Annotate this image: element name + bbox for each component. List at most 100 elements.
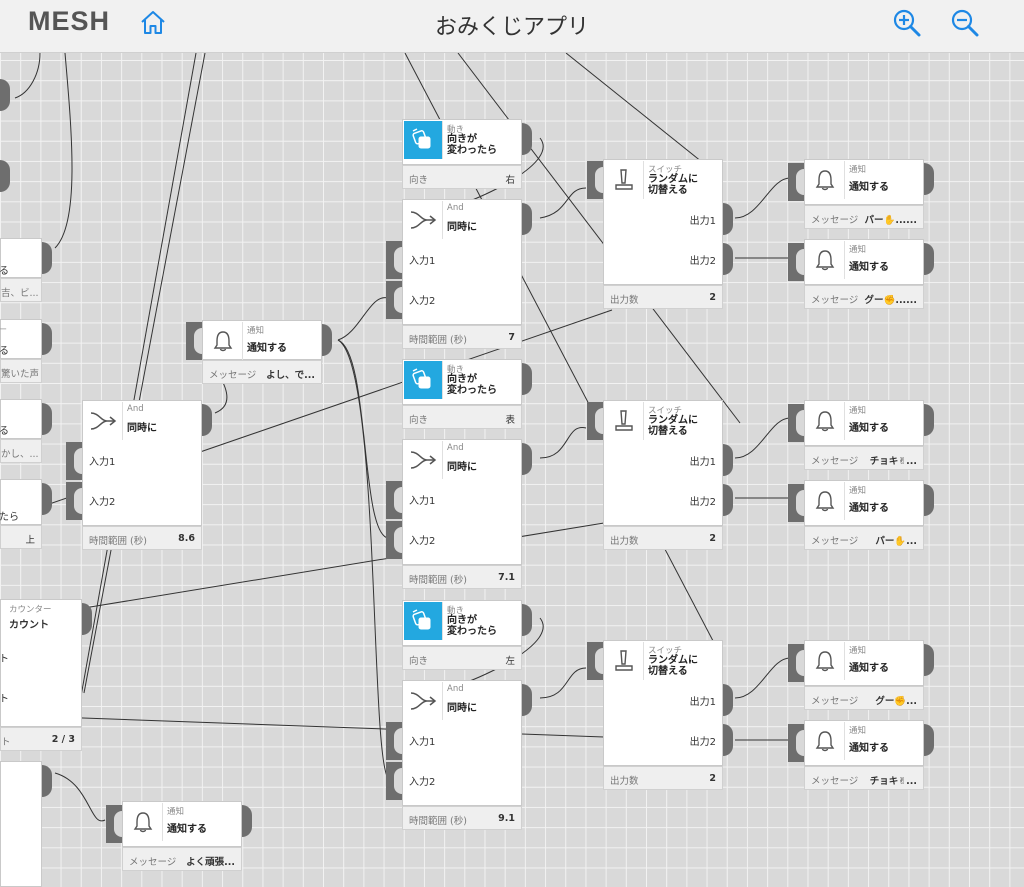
input-port[interactable]	[788, 243, 804, 281]
output-port[interactable]	[924, 243, 934, 275]
output-port[interactable]	[0, 160, 10, 192]
input-port[interactable]	[587, 402, 603, 440]
input-port-1[interactable]	[386, 722, 402, 760]
output-port[interactable]	[242, 805, 252, 837]
input-port-2[interactable]	[66, 482, 82, 520]
output-port-1[interactable]	[723, 203, 733, 235]
input-port-1[interactable]	[386, 481, 402, 519]
output-port[interactable]	[522, 604, 532, 636]
output-port[interactable]	[42, 242, 52, 274]
program-canvas[interactable]: る 吉、ビ... ーる 驚いた声 る かし、... たら 上 カウンター カウン…	[0, 53, 1024, 887]
bell-icon	[806, 642, 845, 680]
output-port-1[interactable]	[723, 444, 733, 476]
and-block-2[interactable]: And 同時に 入力1 入力2 時間範囲 (秒)7.1	[386, 439, 532, 589]
output-port[interactable]	[924, 484, 934, 516]
output-port[interactable]	[924, 404, 934, 436]
input-port[interactable]	[186, 322, 202, 360]
output-port[interactable]	[42, 765, 52, 797]
block-category: And	[447, 684, 464, 694]
output-port[interactable]	[42, 403, 52, 435]
output-port[interactable]	[322, 324, 332, 356]
block-category: 通知	[167, 807, 185, 817]
input-port[interactable]	[788, 163, 804, 201]
switch-icon	[605, 642, 644, 680]
output-port[interactable]	[522, 203, 532, 235]
wire	[734, 417, 791, 459]
prop-value: 8.6	[178, 533, 195, 544]
zoom-in-icon[interactable]	[892, 8, 922, 38]
motion-block-2[interactable]: 動き 向きが 変わったら 向き表	[402, 359, 532, 429]
input-port[interactable]	[106, 805, 122, 843]
notify-block-mid[interactable]: 通知 通知する メッセージよし、で...	[186, 320, 332, 384]
notify-block-6[interactable]: 通知 通知する メッセージチョキ✌...	[788, 720, 934, 790]
notify-block-4[interactable]: 通知 通知する メッセージパー✋...	[788, 480, 934, 550]
output-port[interactable]	[522, 123, 532, 155]
block-category: 通知	[849, 245, 867, 255]
and-icon	[404, 201, 443, 239]
partial-block-5[interactable]	[0, 761, 52, 887]
prop-label: 出力数	[610, 295, 639, 306]
partial-block-1[interactable]: る 吉、ビ...	[0, 238, 52, 302]
prop-value: 9.1	[498, 813, 515, 824]
input-port-2[interactable]	[386, 762, 402, 800]
output-port[interactable]	[42, 323, 52, 355]
input-port[interactable]	[587, 642, 603, 680]
notify-block-bottom[interactable]: 通知 通知する メッセージよく頑張...	[106, 801, 252, 871]
input-port-1[interactable]	[66, 442, 82, 480]
output1-label: 出力1	[689, 457, 716, 468]
input-port[interactable]	[788, 484, 804, 522]
prop-label: メッセージ	[811, 295, 859, 306]
output-port[interactable]	[522, 443, 532, 475]
and-block-1[interactable]: And 同時に 入力1 入力2 時間範囲 (秒)7	[386, 199, 532, 349]
input-port-2[interactable]	[386, 521, 402, 559]
partial-block-3[interactable]: る かし、...	[0, 399, 52, 463]
output2-label: 出力2	[689, 737, 716, 748]
input-port[interactable]	[788, 644, 804, 682]
output-port[interactable]	[924, 644, 934, 676]
input-port[interactable]	[587, 161, 603, 199]
notify-block-1[interactable]: 通知 通知する メッセージパー✋......	[788, 159, 934, 229]
output-port[interactable]	[924, 163, 934, 195]
prop-label: メッセージ	[811, 215, 859, 226]
input-port-2[interactable]	[386, 281, 402, 319]
and-icon	[404, 682, 443, 720]
home-icon[interactable]	[138, 8, 168, 38]
wire	[83, 53, 206, 694]
wire	[14, 53, 41, 99]
output-port-2[interactable]	[723, 243, 733, 275]
and-block-left[interactable]: And 同時に 入力1 入力2 時間範囲 (秒)8.6	[66, 400, 212, 550]
output-port-2[interactable]	[723, 724, 733, 756]
output-port[interactable]	[522, 684, 532, 716]
notify-block-5[interactable]: 通知 通知する メッセージグー✊...	[788, 640, 934, 710]
prop-value: パー✋......	[864, 215, 917, 226]
output-port[interactable]	[924, 724, 934, 756]
block-category: 通知	[849, 486, 867, 496]
prop-label: 向き	[409, 415, 429, 426]
input-port[interactable]	[788, 724, 804, 762]
prop-label: 出力数	[610, 776, 639, 787]
output-port[interactable]	[522, 363, 532, 395]
partial-block-4[interactable]: たら 上	[0, 479, 52, 549]
output-port[interactable]	[82, 603, 92, 635]
output-port[interactable]	[202, 404, 212, 436]
and-block-3[interactable]: And 同時に 入力1 入力2 時間範囲 (秒)9.1	[386, 680, 532, 830]
notify-block-3[interactable]: 通知 通知する メッセージチョキ✌...	[788, 400, 934, 470]
zoom-out-icon[interactable]	[950, 8, 980, 38]
motion-block-1[interactable]: 動き 向きが 変わったら 向き右	[402, 119, 532, 189]
partial-block-2[interactable]: ーる 驚いた声	[0, 319, 52, 383]
motion-block-3[interactable]: 動き 向きが 変わったら 向き左	[402, 600, 532, 670]
output-port-2[interactable]	[723, 484, 733, 516]
output-port[interactable]	[0, 79, 10, 111]
input-port[interactable]	[788, 404, 804, 442]
output-port-1[interactable]	[723, 684, 733, 716]
output-port[interactable]	[42, 483, 52, 515]
notify-block-2[interactable]: 通知 通知する メッセージグー✊......	[788, 239, 934, 309]
wire	[337, 339, 389, 539]
input-port-1[interactable]	[386, 241, 402, 279]
block-category: And	[127, 404, 144, 414]
partial-text: ト	[0, 694, 9, 705]
